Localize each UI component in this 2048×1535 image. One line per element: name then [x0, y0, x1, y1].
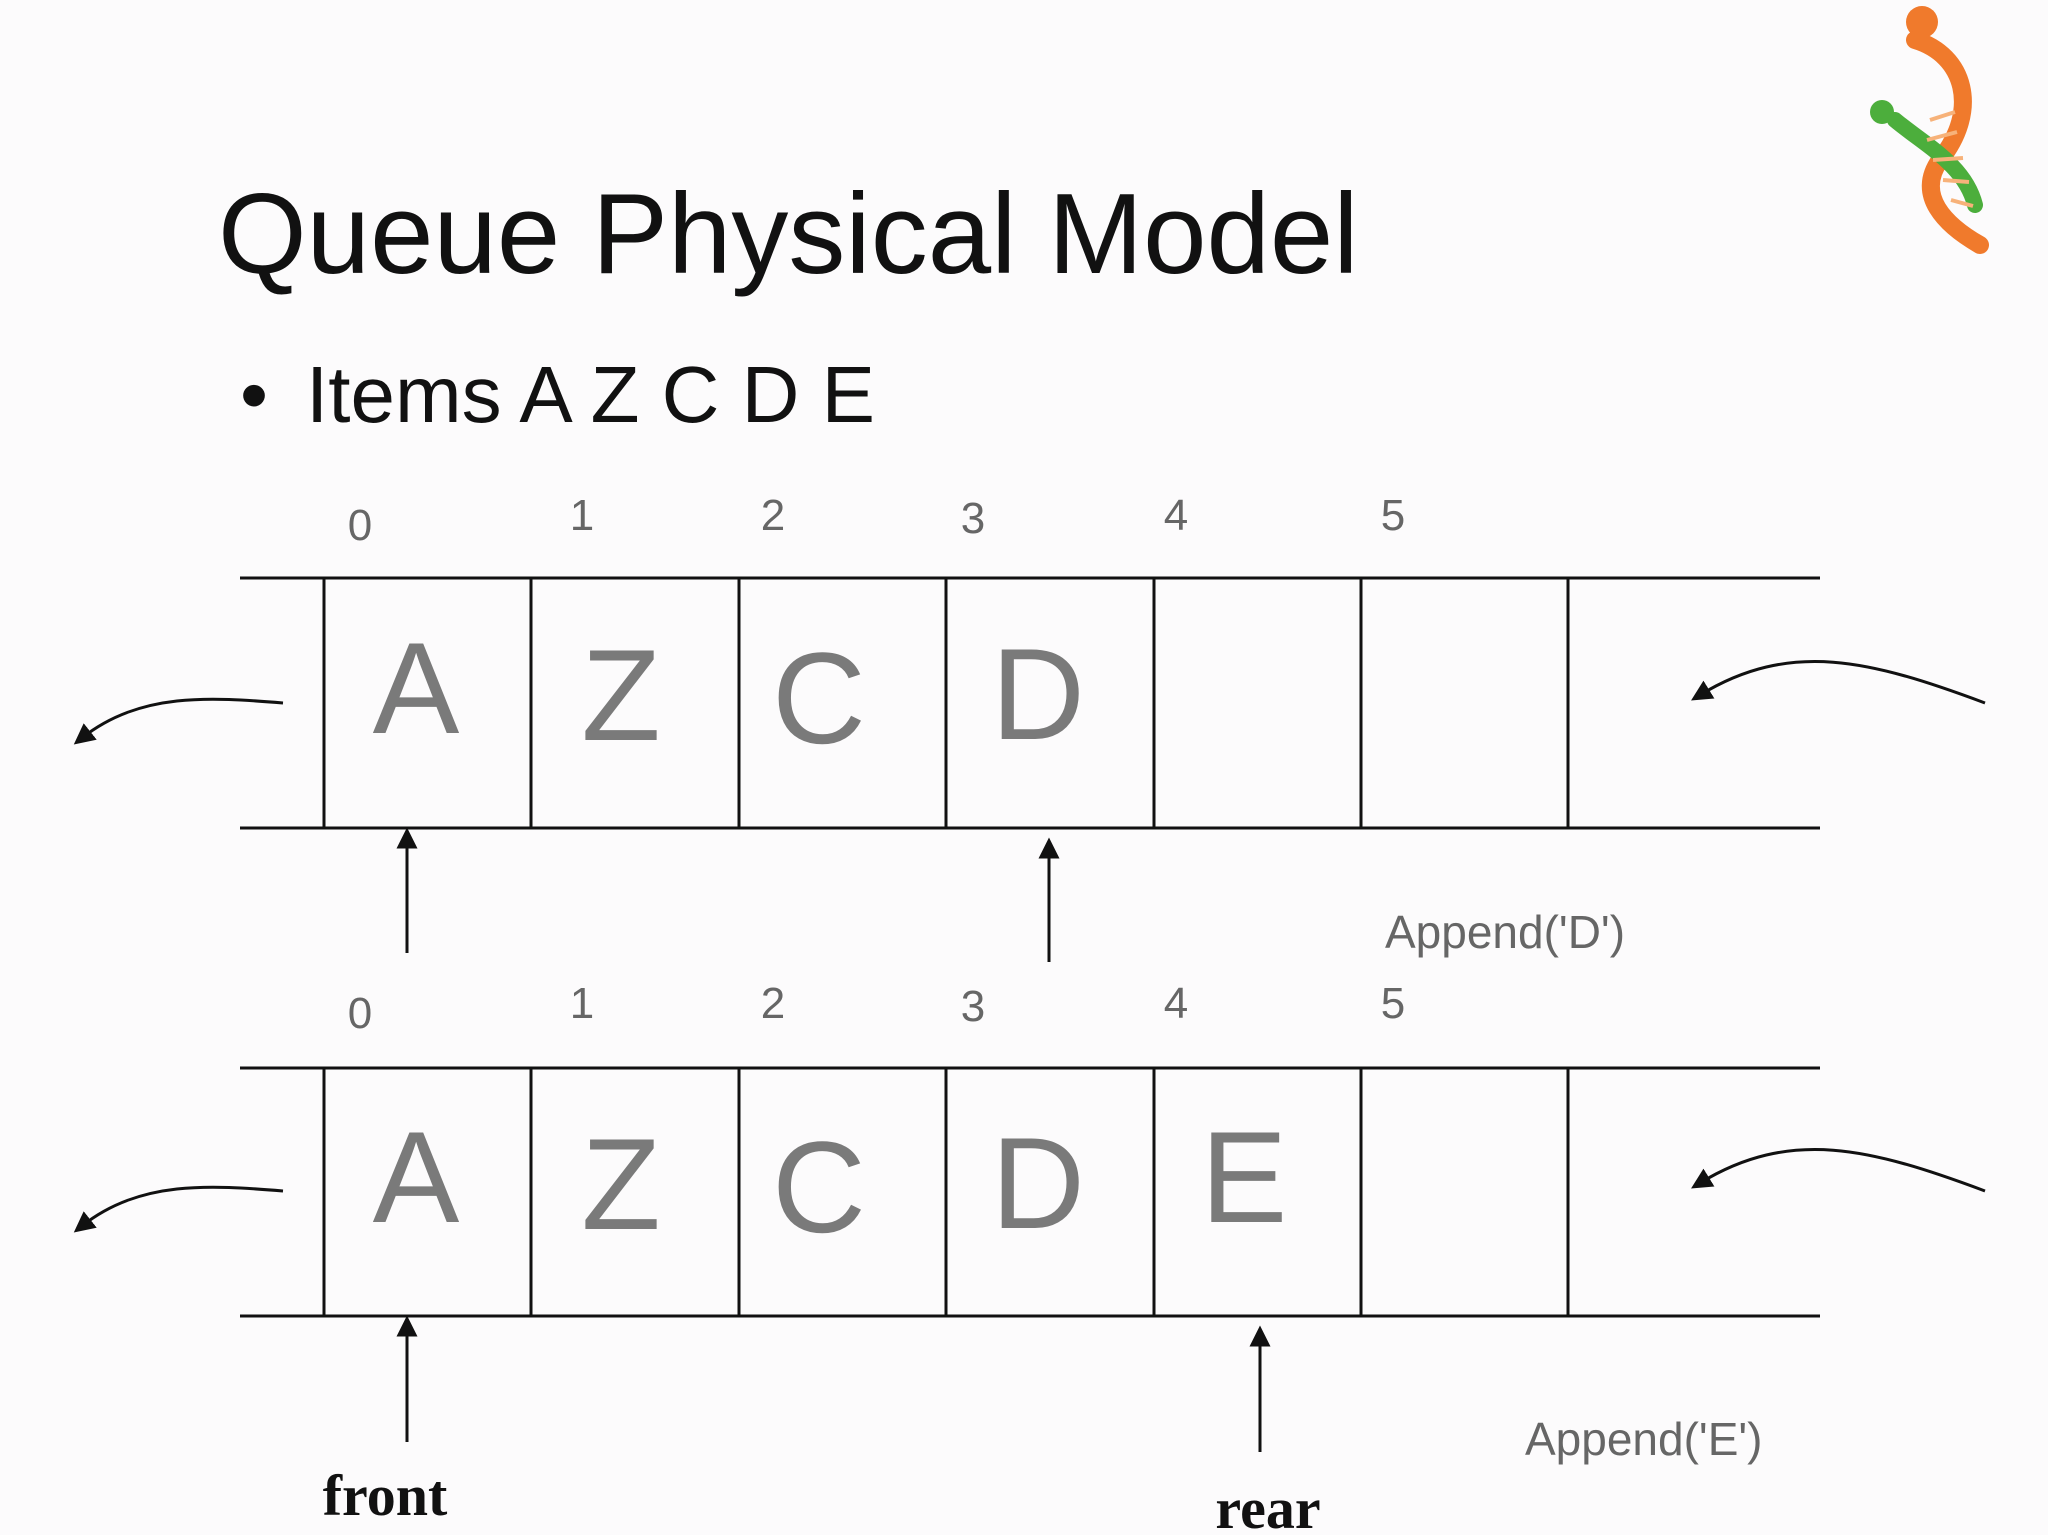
queue-2-cell-4: E	[1201, 1104, 1288, 1250]
queue-2-index-0: 0	[348, 989, 372, 1038]
queue-2-index-5: 5	[1381, 979, 1405, 1028]
bullet-item: •Items A Z C D E	[240, 355, 875, 435]
queue-1-enqueue-arrow	[1691, 660, 1986, 705]
queue-2-index-3: 3	[961, 982, 985, 1031]
queue-2-dequeue-arrow	[73, 1185, 284, 1233]
bullet-text: Items A Z C D E	[306, 350, 876, 439]
rear-label: rear	[1215, 1476, 1320, 1535]
queue-2-operation-label: Append('E')	[1525, 1413, 1762, 1465]
queue-1-dequeue-arrow	[73, 697, 284, 745]
queue-1: 0 1 2 3 4 5 A Z C D Append('D')	[73, 491, 1986, 962]
front-label: front	[323, 1463, 448, 1528]
queue-1-index-2: 2	[761, 491, 785, 540]
queue-2-dividers	[322, 1068, 1570, 1316]
queue-2: 0 1 2 3 4 5 A Z C D E Append('E')	[73, 979, 1986, 1465]
queue-1-cell-1: Z	[581, 622, 660, 768]
queue-2-index-4: 4	[1164, 979, 1188, 1028]
queue-2-cell-0: A	[373, 1104, 460, 1250]
queue-2-cell-2: C	[772, 1114, 866, 1260]
queue-1-index-5: 5	[1381, 491, 1405, 540]
queue-2-cell-3: D	[991, 1110, 1085, 1256]
queue-1-index-3: 3	[961, 494, 985, 543]
queue-1-index-4: 4	[1164, 491, 1188, 540]
queue-1-cell-2: C	[772, 625, 866, 771]
queue-2-index-2: 2	[761, 979, 785, 1028]
queue-1-dividers	[322, 578, 1570, 828]
queue-2-cell-1: Z	[581, 1111, 660, 1257]
queue-2-index-1: 1	[570, 979, 594, 1028]
queue-2-enqueue-arrow	[1691, 1148, 1986, 1193]
dna-person-logo-icon	[1870, 6, 1989, 254]
queue-1-index-0: 0	[348, 501, 372, 550]
slide-title: Queue Physical Model	[218, 171, 1359, 298]
queue-1-cell-3: D	[991, 621, 1085, 767]
queue-1-cell-0: A	[373, 615, 460, 761]
queue-1-operation-label: Append('D')	[1385, 906, 1625, 958]
queue-1-index-1: 1	[570, 491, 594, 540]
bullet-dot-icon: •	[240, 350, 269, 439]
